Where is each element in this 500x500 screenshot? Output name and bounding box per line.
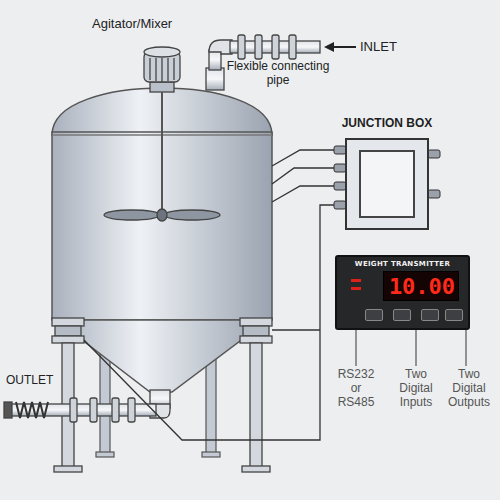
part-name: Agitator/Mixer <box>92 17 222 32</box>
signal-name: RS232 or RS485 <box>334 368 378 409</box>
weight-transmitter: WEIGHT TRANSMITTER 10.00 <box>335 255 470 330</box>
flow-label: OUTLET <box>6 374 76 388</box>
key-button <box>365 309 383 321</box>
junction-box: JUNCTION BOX <box>333 116 441 234</box>
inlet-pipe <box>206 35 356 90</box>
signal-name: Two Digital Inputs <box>392 368 440 409</box>
device-title: WEIGHT TRANSMITTER <box>337 260 468 268</box>
key-button <box>421 309 439 321</box>
part-name: Flexible connecting pipe <box>222 60 334 88</box>
led-display: 10.00 <box>383 271 459 301</box>
signal-name: Two Digital Outputs <box>441 368 497 409</box>
load-cell-wires <box>84 150 334 440</box>
box-panel <box>359 150 415 218</box>
status-led <box>351 287 361 290</box>
box-enclosure <box>345 138 429 230</box>
leader-lines <box>356 330 466 366</box>
flow-label: INLET <box>360 40 420 55</box>
status-led <box>351 279 361 282</box>
key-button <box>445 309 463 321</box>
tank-body <box>52 88 272 392</box>
outlet-pipe <box>4 390 170 422</box>
key-button <box>393 309 411 321</box>
box-heading: JUNCTION BOX <box>333 116 441 130</box>
agitator-motor <box>104 47 220 221</box>
display-reading: 10.00 <box>384 274 460 300</box>
